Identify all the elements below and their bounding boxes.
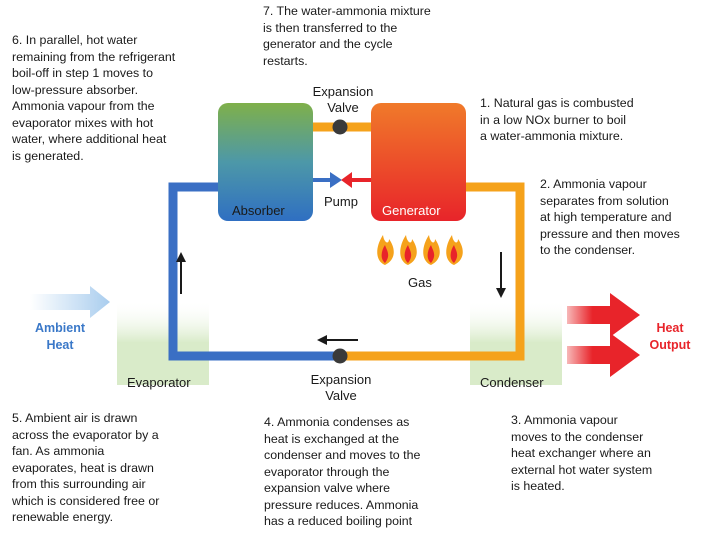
valve-icon xyxy=(332,119,348,135)
step-2-text: 2. Ammonia vapour separates from solutio… xyxy=(540,177,680,257)
flow-arrow-icon xyxy=(317,335,358,345)
heat-output-arrow-top xyxy=(567,293,640,337)
expansion-valve-bottom-label: Expansion Valve xyxy=(310,372,372,403)
pump-arrow-blue xyxy=(313,172,342,188)
ambient-heat-label: Ambient Heat xyxy=(35,321,85,352)
pump-label: Pump xyxy=(324,194,358,209)
evaporator-label: Evaporator xyxy=(127,375,191,390)
heat-output-arrow-bottom xyxy=(567,333,640,377)
ambient-heat-arrow xyxy=(30,286,110,318)
generator-vessel xyxy=(371,103,466,221)
cold-loop-pipe xyxy=(168,182,340,361)
step-1-text: 1. Natural gas is combusted in a low NOx… xyxy=(480,96,634,143)
flow-arrow-icon xyxy=(176,252,186,294)
flame-icon xyxy=(377,235,463,265)
generator-label: Generator xyxy=(382,203,441,218)
step-6-text: 6. In parallel, hot water remaining from… xyxy=(12,33,176,163)
absorber-label: Absorber xyxy=(232,203,285,218)
evaporator-coil xyxy=(117,300,209,385)
valve-icon xyxy=(332,348,348,364)
heat-output-label: Heat Output xyxy=(649,321,691,352)
hot-loop-pipe xyxy=(340,182,525,361)
step-4-text: 4. Ammonia condenses as heat is exchange… xyxy=(264,415,421,528)
flow-arrow-icon xyxy=(496,252,506,298)
step-7-text: 7. The water-ammonia mixture is then tra… xyxy=(263,4,431,68)
condenser-label: Condenser xyxy=(480,375,544,390)
step-3-text: 3. Ammonia vapour moves to the condenser… xyxy=(511,413,653,493)
expansion-valve-top-label: Expansion Valve xyxy=(312,84,374,115)
pump-arrow-red xyxy=(341,172,371,188)
absorber-vessel xyxy=(218,103,313,221)
gas-label: Gas xyxy=(408,275,432,290)
step-5-text: 5. Ambient air is drawn across the evapo… xyxy=(12,411,160,524)
